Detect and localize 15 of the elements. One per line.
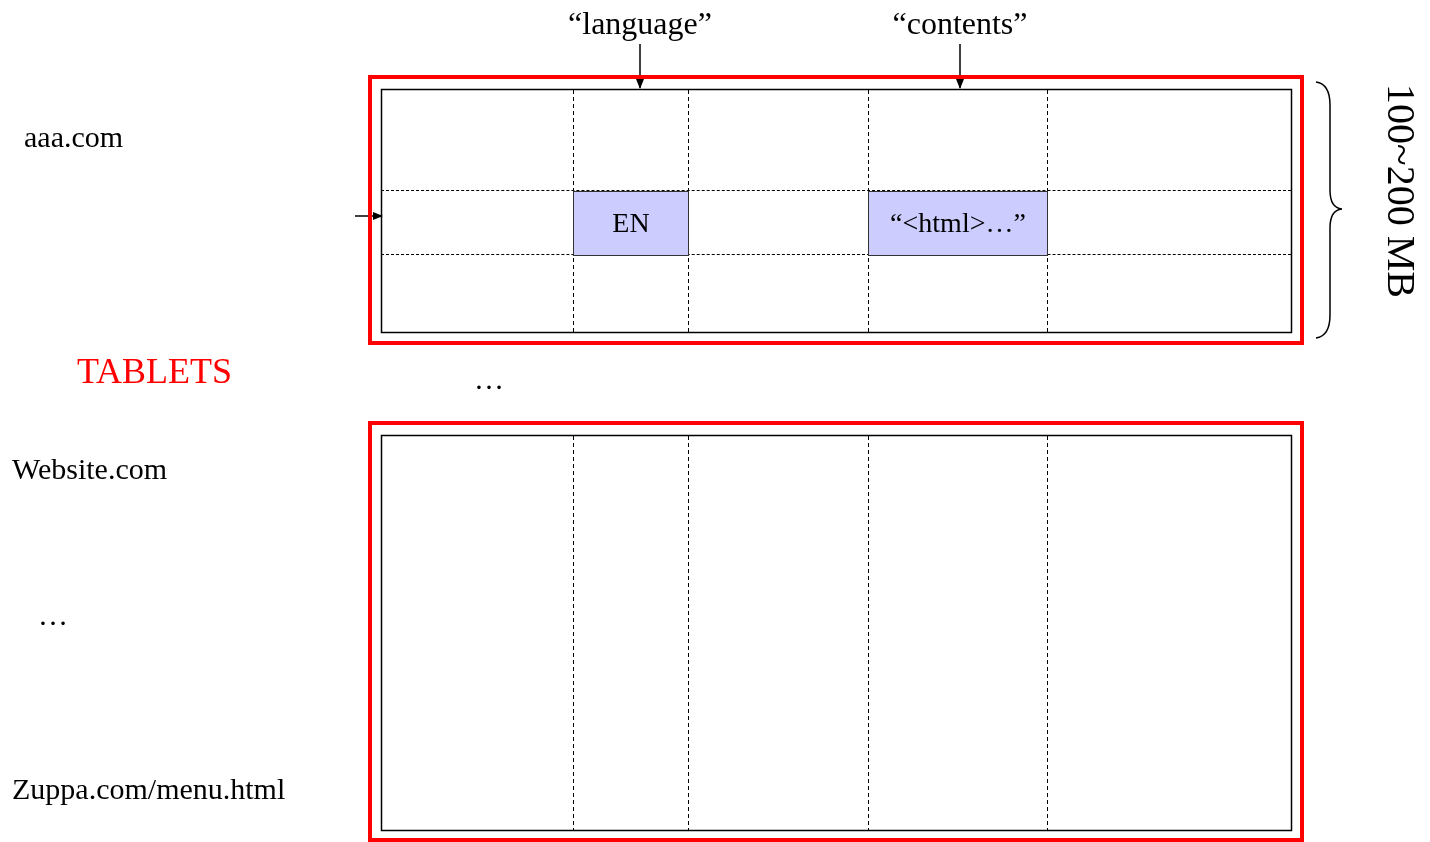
row-key: Website.com — [12, 452, 168, 486]
table-row — [381, 190, 1291, 255]
column-name: “contents” — [880, 2, 1040, 44]
size-label: 100~200 MB — [1378, 84, 1425, 298]
table-cell: “<html>…” — [868, 191, 1048, 256]
arrow — [354, 212, 383, 220]
arrow — [636, 43, 644, 89]
row-key: Zuppa.com/menu.html — [12, 772, 286, 806]
column-name: “language” — [560, 2, 720, 44]
section-title: TABLETS — [77, 350, 233, 392]
ellipsis: … — [38, 598, 68, 632]
row-key: aaa.com — [24, 120, 124, 154]
table-cell: EN — [573, 191, 689, 256]
arrow — [956, 43, 964, 89]
ellipsis: … — [474, 362, 504, 396]
